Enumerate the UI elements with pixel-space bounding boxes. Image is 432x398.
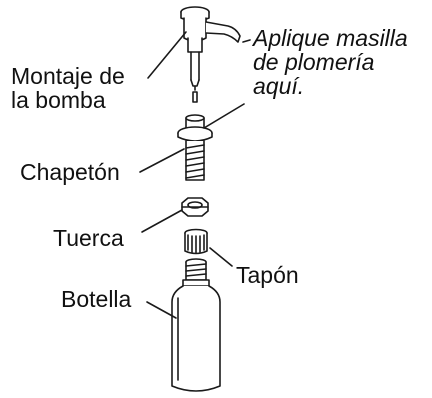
dip-tube [192,91,198,103]
apply-putty-line-2: de plomería [253,49,375,75]
pump-assembly-line-2: la bomba [11,87,106,113]
apply-putty-label: Aplique masilla de plomería aquí. [253,26,408,98]
leader-cap [209,247,233,267]
apply-putty-line-1: Aplique masilla [253,25,408,51]
pump-assembly-line-1: Montaje de [11,63,125,89]
cap-label: Tapón [236,262,299,288]
flange-part [177,114,213,181]
bottle-label: Botella [61,286,132,312]
leader-apply-putty [242,39,251,43]
leader-nut [141,209,183,233]
leader-lines [139,31,251,319]
apply-putty-line-3: aquí. [253,73,305,99]
leader-bottle [146,301,177,319]
leader-putty-flange [203,103,245,129]
nut-part [181,197,209,217]
cap-part [184,228,208,255]
flange-label: Chapetón [20,159,120,185]
leader-flange [139,148,185,173]
pump-head [180,6,241,91]
bottle-part [171,258,221,392]
leader-pump-assembly [147,31,187,79]
nut-label: Tuerca [53,225,124,251]
pump-assembly-label: Montaje de la bomba [11,64,125,112]
